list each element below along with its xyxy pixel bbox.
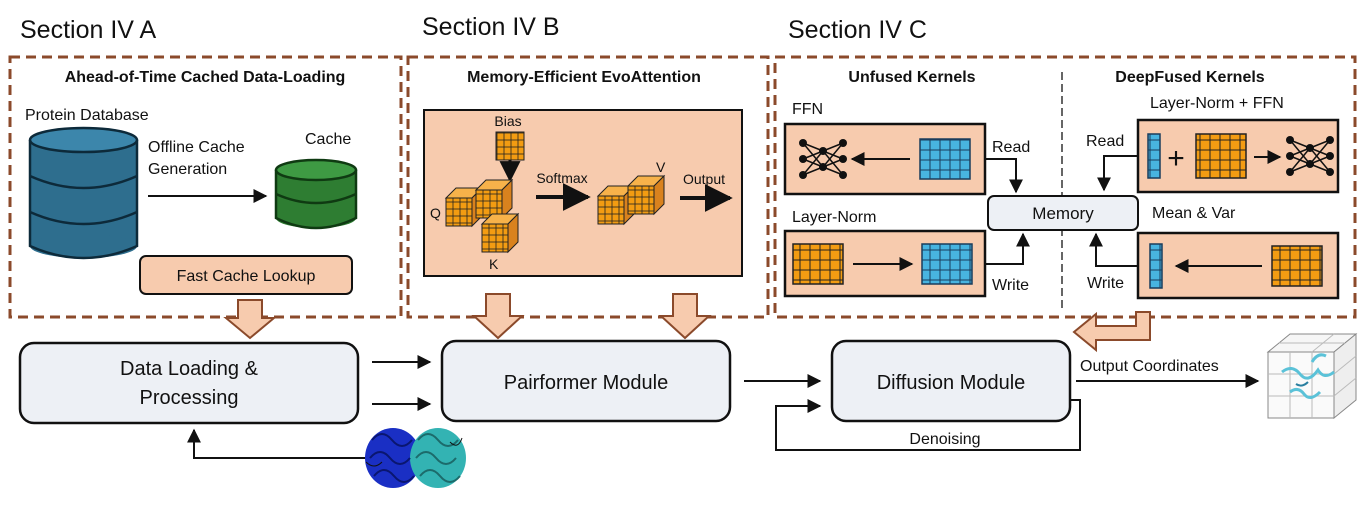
fast-cache-lookup-box — [139, 255, 353, 295]
unfused-ffn-blue-grid — [919, 138, 971, 180]
data-loading-label-line2: Processing — [140, 387, 239, 409]
cache-icon — [274, 158, 358, 230]
panel-b-title: Memory-Efficient EvoAttention — [467, 69, 701, 86]
panel-a-title: Ahead-of-Time Cached Data-Loading — [65, 69, 346, 86]
panel-c-block-arrow — [1072, 311, 1151, 353]
fused-write-arrow — [1089, 232, 1138, 267]
cache-label: Cache — [305, 131, 351, 148]
pairformer-module — [440, 339, 732, 423]
section-b-title: Section IV B — [422, 13, 560, 41]
layer-norm-label: Layer-Norm — [792, 209, 876, 226]
diffusion-module — [830, 339, 1072, 423]
unfused-read-arrow — [985, 158, 1023, 194]
unfused-layernorm-orange-grid — [792, 243, 844, 285]
panel-b-right-down-arrow — [658, 293, 712, 340]
k-cube — [481, 213, 519, 253]
panel-b-left-down-arrow — [471, 293, 525, 340]
denoising-loop-arrow — [775, 399, 1081, 451]
output-3d-plot-icon — [1266, 332, 1358, 420]
denoising-label: Denoising — [909, 431, 980, 448]
protein-database-label: Protein Database — [25, 107, 149, 124]
panel-a-down-arrow — [223, 299, 277, 340]
protein-feedback-arrow — [187, 428, 370, 459]
unfused-write-arrow — [985, 232, 1030, 265]
pairformer-label: Pairformer Module — [504, 372, 669, 394]
unfused-write-label: Write — [992, 277, 1029, 294]
protein-structure-icon — [365, 428, 466, 488]
section-a-title: Section IV A — [20, 16, 157, 44]
attention-cube — [475, 179, 513, 219]
panel-c-border — [773, 55, 1357, 319]
panel-b-border — [406, 55, 770, 319]
protein-database-icon — [28, 126, 139, 260]
offline-cache-label-line1: Offline Cache — [148, 139, 245, 156]
v-cube — [627, 175, 665, 215]
fused-meanvar-orange-grid — [1271, 245, 1323, 287]
layer-norm-ffn-label: Layer-Norm + FFN — [1150, 95, 1284, 112]
softmax-label: Softmax — [536, 170, 587, 186]
data-loading-module — [18, 341, 360, 425]
bias-label: Bias — [494, 113, 521, 129]
unfused-read-label: Read — [992, 139, 1030, 156]
fused-read-label: Read — [1086, 133, 1124, 150]
data-loading-label-line1: Data Loading & — [120, 358, 259, 380]
offline-cache-label-line2: Generation — [148, 161, 227, 178]
memory-label: Memory — [1032, 204, 1094, 223]
unfused-layernorm-blue-grid — [921, 243, 973, 285]
diffusion-label: Diffusion Module — [877, 372, 1026, 394]
k-label: K — [489, 256, 499, 272]
ffn-label: FFN — [792, 101, 823, 118]
fast-cache-lookup-label: Fast Cache Lookup — [177, 268, 316, 285]
fused-read-arrow — [1097, 155, 1138, 192]
q-label: Q — [430, 205, 441, 221]
fused-plus-sign: + — [1167, 142, 1185, 175]
panel-a-border — [8, 55, 403, 319]
section-c-title: Section IV C — [788, 16, 927, 44]
v-label: V — [656, 159, 666, 175]
unfused-title: Unfused Kernels — [848, 69, 975, 86]
bias-grid — [495, 131, 525, 161]
output-label: Output — [683, 171, 725, 187]
mean-var-label: Mean & Var — [1152, 205, 1236, 222]
deepfused-title: DeepFused Kernels — [1115, 69, 1264, 86]
memory-box — [987, 195, 1139, 231]
fused-ffn-orange-grid — [1195, 133, 1247, 179]
fused-ffn-vector — [1147, 133, 1161, 179]
fused-write-label: Write — [1087, 275, 1124, 292]
output-coordinates-label: Output Coordinates — [1080, 358, 1219, 375]
fused-meanvar-vector — [1149, 243, 1163, 289]
